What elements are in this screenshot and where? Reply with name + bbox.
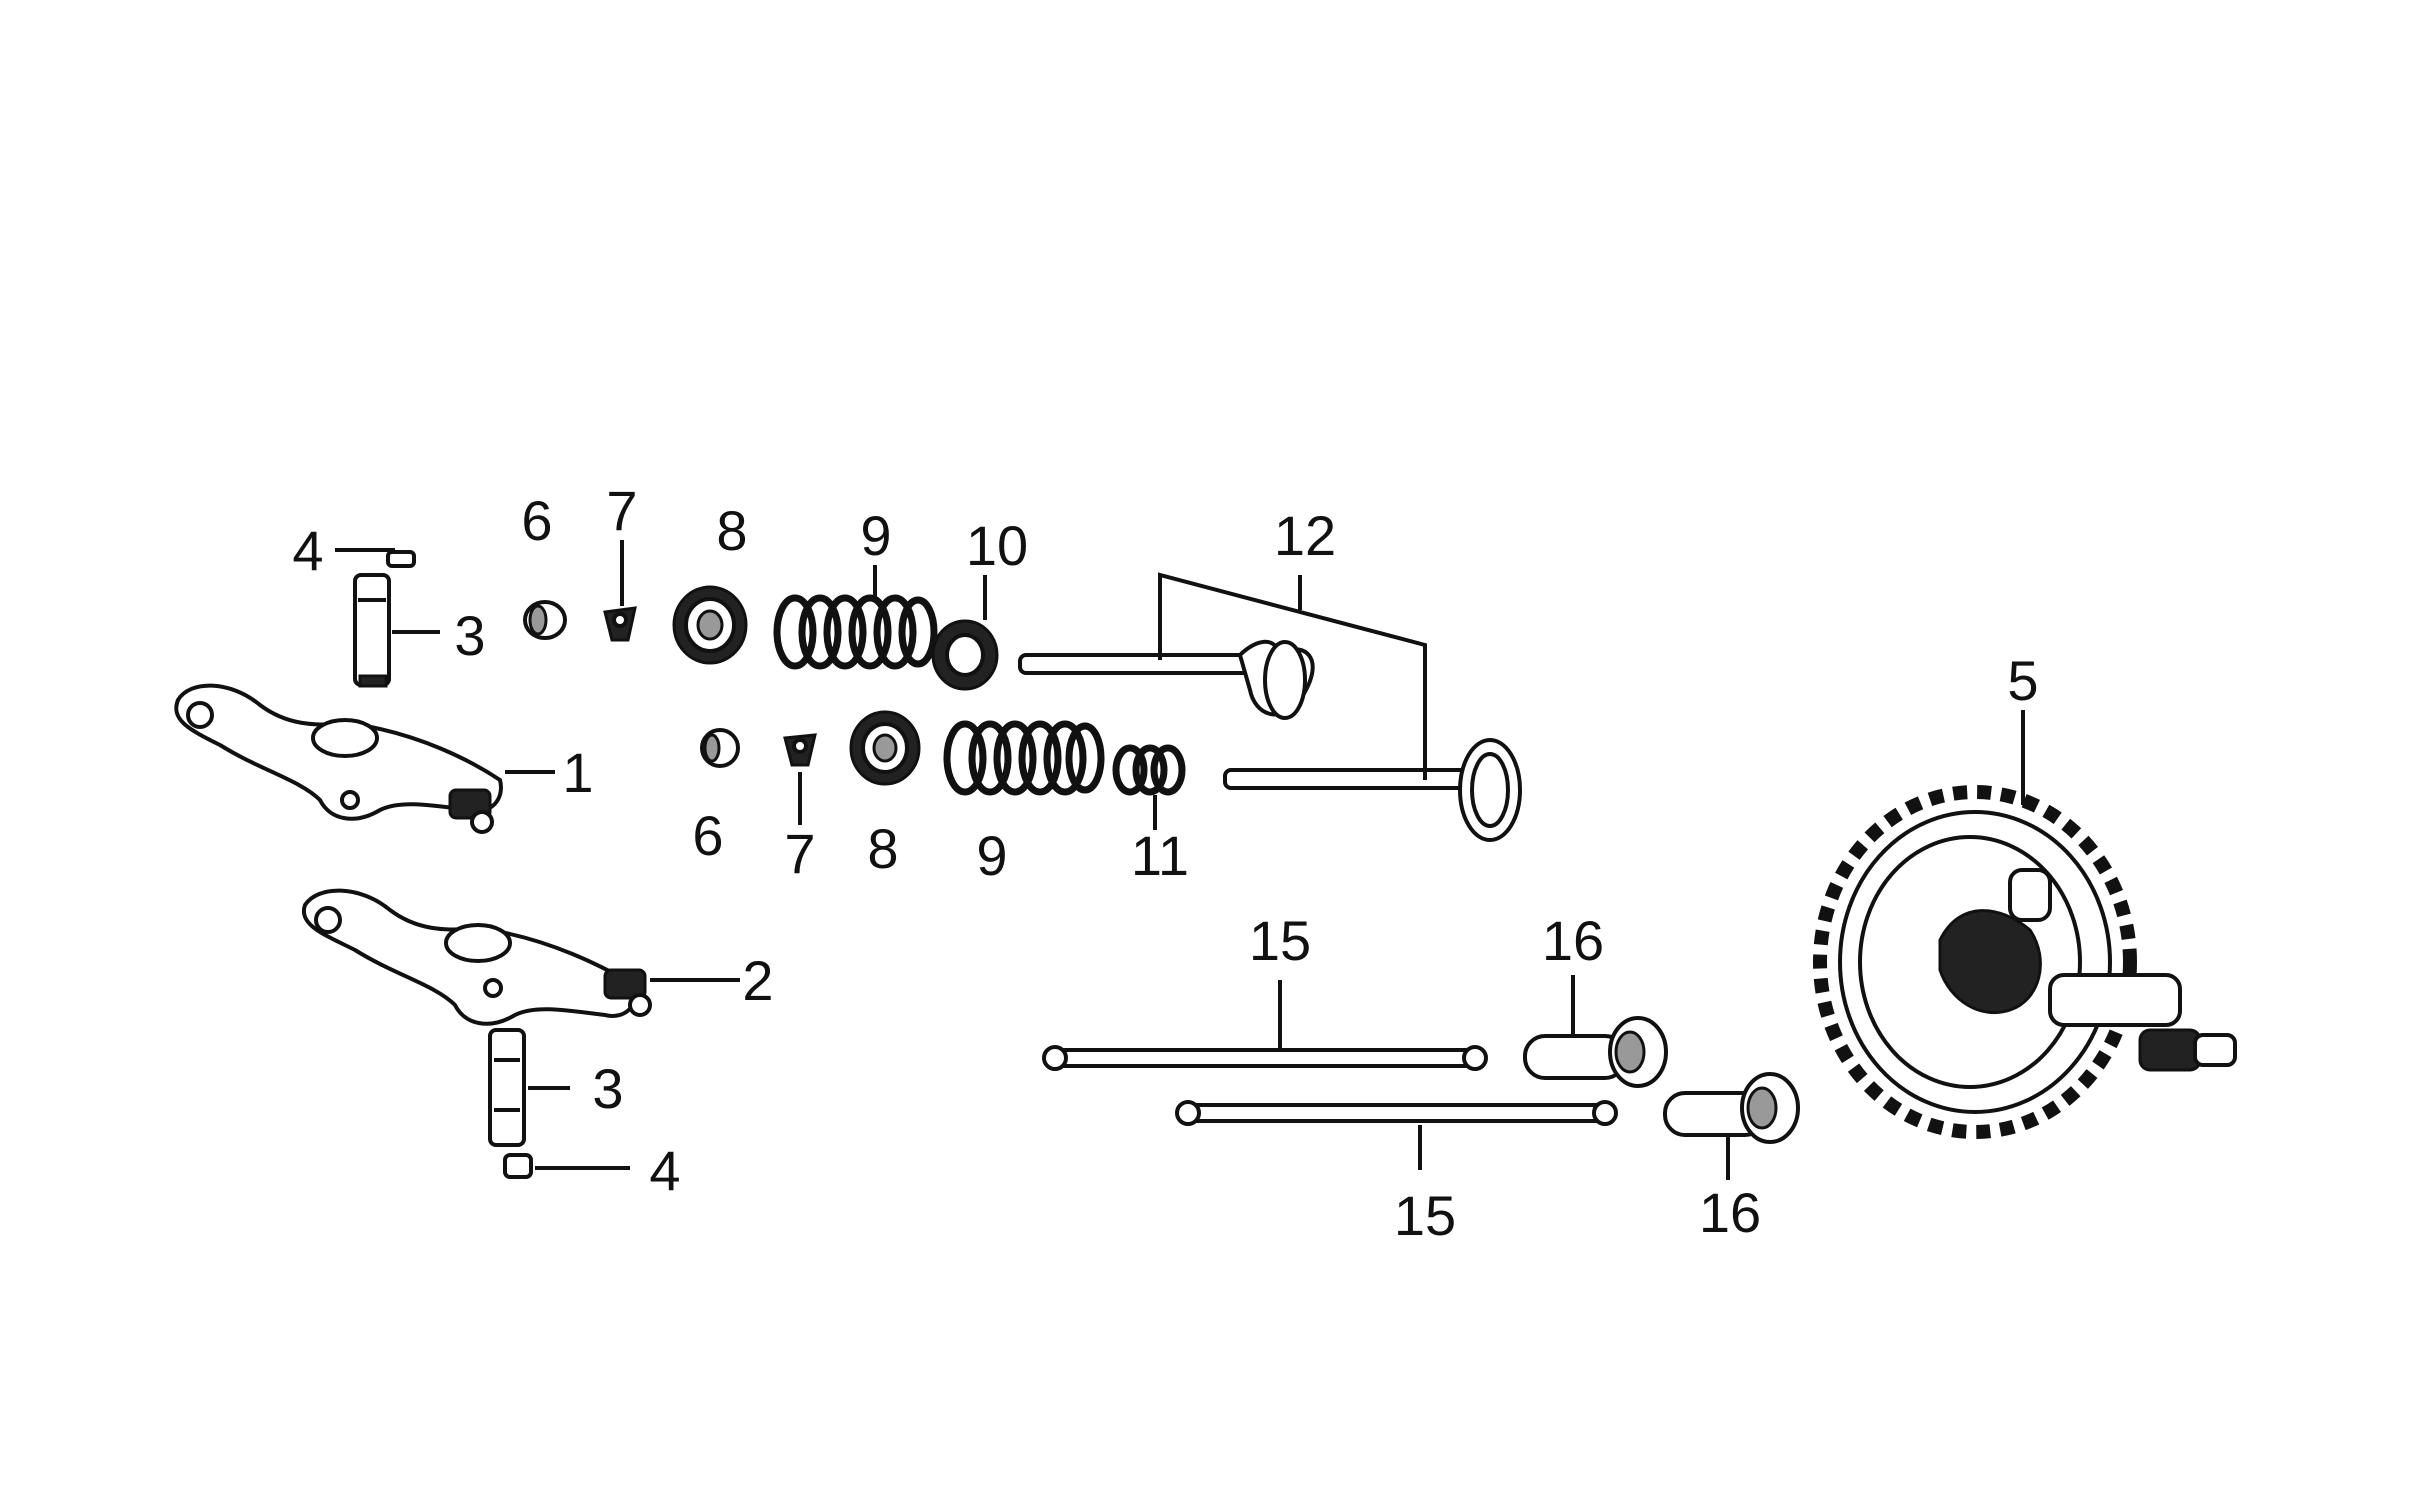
label-3-bottom: 3 [592, 1057, 623, 1120]
cap-top [386, 550, 416, 568]
label-16-bottom: 16 [1699, 1181, 1761, 1244]
label-7-top: 7 [606, 479, 637, 542]
label-4-bottom: 4 [649, 1139, 680, 1202]
label-5: 5 [2007, 649, 2038, 712]
exhaust-valve [1223, 738, 1522, 842]
label-8-top: 8 [716, 499, 747, 562]
rocker-arm-2 [301, 888, 652, 1026]
tappet-16-bottom [1663, 1072, 1800, 1144]
collet-7-top [603, 606, 637, 642]
pivot-pin-top [353, 573, 391, 688]
label-9-bottom: 9 [976, 824, 1007, 887]
retainer-8-bottom [849, 710, 921, 786]
valve-cap-6-bottom [700, 728, 740, 768]
tappet-16-top [1523, 1016, 1668, 1088]
valve-cap-6-top [523, 600, 567, 640]
label-7-bottom: 7 [784, 822, 815, 885]
valve-seal-11 [1112, 744, 1186, 796]
label-16-top: 16 [1542, 909, 1604, 972]
camshaft-gear-5 [1813, 785, 2237, 1139]
label-15-bottom: 15 [1394, 1184, 1456, 1247]
rocker-arm-1 [174, 683, 503, 834]
intake-valve [1018, 639, 1315, 720]
label-10: 10 [966, 514, 1028, 577]
valve-seal-10 [931, 619, 999, 691]
label-11: 11 [1131, 824, 1189, 887]
valve-spring-9-top [773, 594, 938, 670]
leader-12 [1158, 572, 1427, 780]
label-15-top: 15 [1249, 909, 1311, 972]
label-4-top: 4 [292, 519, 323, 582]
valve-spring-9-bottom [943, 720, 1105, 796]
label-2: 2 [742, 949, 773, 1012]
label-1: 1 [562, 741, 593, 804]
pivot-pin-bottom [488, 1028, 526, 1147]
pushrod-15-top [1042, 1045, 1488, 1071]
cap-bottom [503, 1153, 533, 1179]
label-6-bottom: 6 [692, 804, 723, 867]
label-9-top: 9 [860, 504, 891, 567]
collet-7-bottom [783, 733, 817, 767]
label-3-top: 3 [454, 604, 485, 667]
label-12: 12 [1274, 504, 1336, 567]
retainer-8-top [672, 585, 748, 665]
pushrod-15-bottom [1175, 1100, 1618, 1126]
label-6-top: 6 [521, 489, 552, 552]
label-8-bottom: 8 [867, 817, 898, 880]
